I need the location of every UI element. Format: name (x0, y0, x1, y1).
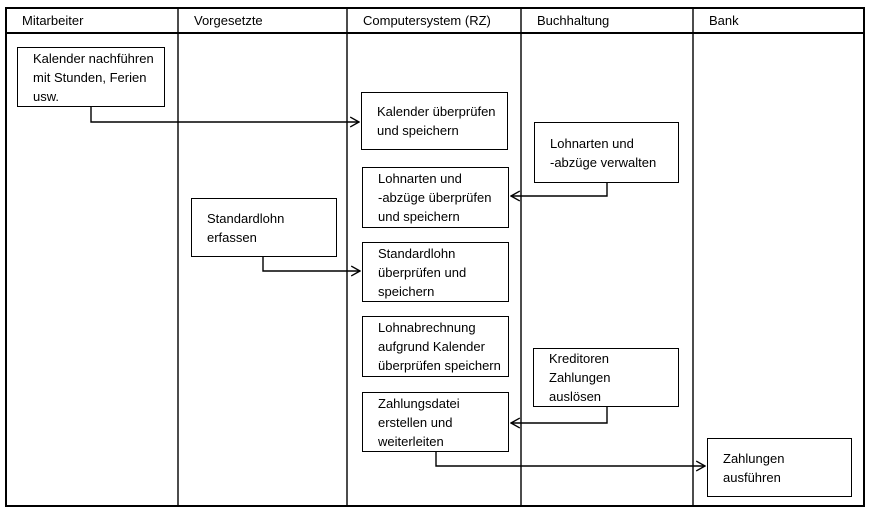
box-standardlohn-ueberpruefen: Standardlohn überprüfen und speichern (362, 242, 509, 302)
box-label-line: Standardlohn (207, 210, 285, 226)
box-label-line: weiterleiten (378, 433, 444, 449)
box-label-line: Kalender überprüfen (377, 104, 496, 119)
flow-connectors (90, 107, 705, 466)
box-label-line: Kreditoren (549, 351, 609, 366)
box-kalender-ueberpruefen: Kalender überprüfen und speichern (361, 92, 508, 150)
lane-header-vorgesetzte: Vorgesetzte (178, 8, 347, 32)
lane-header-label: Bank (709, 12, 739, 28)
lane-header-bank: Bank (693, 8, 865, 32)
connector-kalender-nachfuehren-to-kalender-ueberpruefen (90, 107, 359, 122)
box-label-line: Lohnarten und (550, 135, 634, 151)
box-label-line: -abzüge verwalten (550, 154, 657, 170)
lane-header-label: Mitarbeiter (22, 12, 84, 28)
lane-header-label: Computersystem (RZ) (363, 12, 491, 28)
box-label-line: ausführen (723, 469, 781, 485)
connector-standardlohn-erfassen-to-standardlohn-ueberpruefen (262, 257, 360, 271)
box-label-line: erfassen (207, 229, 257, 245)
box-label-line: Kalender nachführen (33, 50, 154, 66)
box-label-line: usw. (33, 88, 60, 104)
box-label-line: mit Stunden, Ferien (33, 69, 147, 85)
box-label-line: Zahlungen (723, 450, 785, 466)
lane-header-buchhaltung: Buchhaltung (521, 8, 693, 32)
lane-header-mitarbeiter: Mitarbeiter (6, 8, 178, 32)
box-label-line: speichern (378, 283, 435, 299)
connector-kreditoren-zahlungen-to-zahlungsdatei (511, 407, 608, 423)
lane-header-label: Buchhaltung (537, 12, 610, 28)
box-label-line: aufgrund Kalender (378, 339, 485, 354)
box-kalender-nachfuehren: Kalender nachführen mit Stunden, Ferien us… (17, 47, 165, 107)
box-label-line: Lohnabrechnung (378, 320, 476, 335)
box-label-line: Zahlungen (549, 370, 611, 385)
box-label-line: -abzüge überprüfen (378, 190, 492, 205)
box-label-line: und speichern (378, 209, 460, 224)
connector-zahlungsdatei-to-zahlungen-ausfuehren (435, 452, 705, 466)
box-zahlungen-ausfuehren: Zahlungen ausführen (707, 438, 852, 497)
box-zahlungsdatei: Zahlungsdatei erstellen und weiterleiten (362, 392, 509, 452)
box-standardlohn-erfassen: Standardlohn erfassen (191, 198, 337, 257)
box-label-line: Lohnarten und (378, 171, 462, 186)
box-label-line: erstellen und (378, 414, 453, 430)
lane-header-computersystem: Computersystem (RZ) (347, 8, 521, 32)
box-lohnabrechnung: Lohnabrechnung aufgrund Kalender überprüfe… (362, 316, 509, 377)
box-lohnarten-verwalten: Lohnarten und -abzüge verwalten (534, 122, 679, 183)
box-label-line: Standardlohn (378, 245, 456, 261)
box-label-line: überprüfen und (378, 264, 467, 280)
diagram-frame (5, 7, 865, 507)
box-label-line: überprüfen speichern (378, 358, 501, 373)
box-lohnarten-ueberpruefen: Lohnarten und -abzüge überprüfen und speic… (362, 167, 509, 228)
lane-header-label: Vorgesetzte (194, 12, 263, 28)
connector-lohnarten-verwalten-to-lohnarten-ueberpruefen (511, 183, 608, 196)
box-label-line: auslösen (549, 389, 602, 404)
box-label-line: Zahlungsdatei (378, 395, 460, 411)
box-label-line: und speichern (377, 123, 459, 138)
